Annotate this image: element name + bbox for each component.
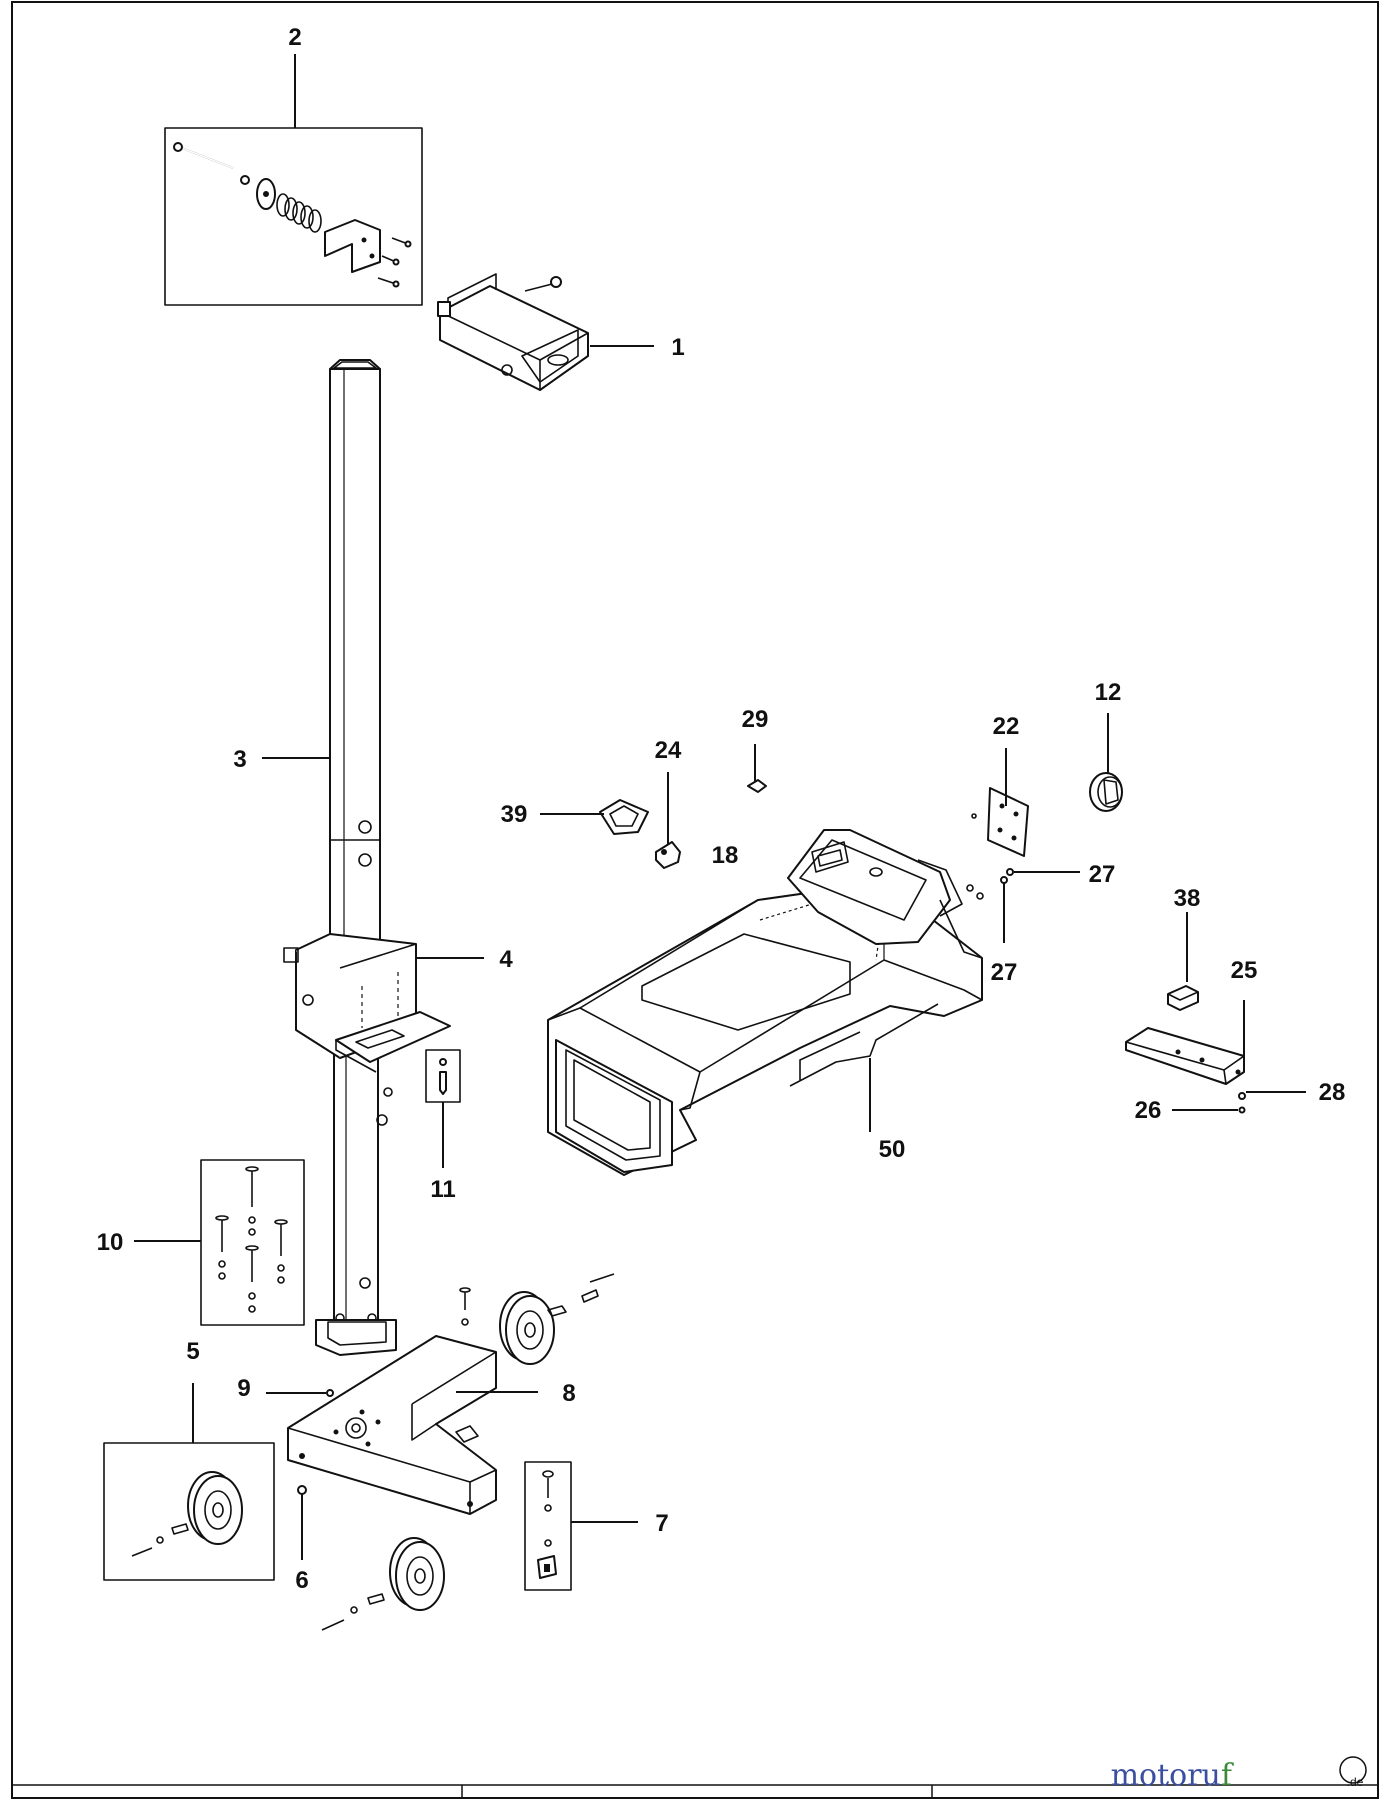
part-24-clip [655,841,681,869]
part-39-window [599,799,649,835]
watermark-logo: motoruf .de [1111,1756,1367,1793]
part-38-pad [1167,985,1199,1011]
part-11-lock-plate [425,1049,461,1103]
part-front-wheel [321,1537,445,1631]
part-3-column [315,359,397,1356]
label-25: 25 [1231,957,1258,984]
label-38: 38 [1174,885,1201,912]
label-50: 50 [879,1136,906,1163]
part-27-screw-lower [1238,1092,1246,1100]
label-2: 2 [288,24,301,51]
part-27-screw-upper [1006,868,1014,876]
part-7-fastener-kit [524,1461,572,1591]
watermark-suffix: .de [1347,1775,1364,1789]
label-12: 12 [1095,679,1122,706]
diagram-frame [11,1,1379,1799]
label-27-lower: 28 [1319,1079,1346,1106]
part-50-housing [547,829,983,1176]
label-39: 39 [501,801,528,828]
label-8: 8 [562,1380,575,1407]
label-5: 5 [186,1338,199,1365]
part-9-screw [326,1389,334,1397]
label-18: 18 [712,842,739,869]
label-22: 22 [993,713,1020,740]
label-28: 26 [1135,1097,1162,1124]
label-11: 11 [430,1176,455,1203]
label-6: 6 [295,1567,308,1594]
part-8-base [287,1273,615,1515]
part-22-plate [966,787,1029,900]
part-5-wheel-kit [103,1442,275,1581]
part-12-knob [1089,772,1123,812]
label-26: 27 [991,959,1018,986]
label-24: 24 [655,737,682,764]
label-10: 10 [97,1229,124,1256]
part-2-adjuster-kit [164,127,423,306]
part-25-bracket [1125,1027,1245,1085]
label-7: 7 [655,1510,668,1537]
label-3: 3 [233,746,246,773]
label-27-upper: 27 [1089,861,1116,888]
label-9: 9 [237,1375,250,1402]
part-6-nut [297,1485,307,1495]
part-10-bolt-set [200,1159,305,1326]
part-4-carriage [283,933,451,1126]
svg-text:motoruf: motoruf [1111,1758,1234,1793]
label-1: 1 [671,334,684,361]
watermark-brand-f: f [1221,1758,1234,1793]
part-29-plug [747,779,767,793]
label-4: 4 [499,946,513,973]
part-28-screw [1238,1106,1246,1114]
watermark-brand: motoru [1111,1758,1221,1793]
part-1-level-unit [437,273,589,391]
part-26-screw [1000,876,1008,884]
label-29: 29 [742,706,769,733]
